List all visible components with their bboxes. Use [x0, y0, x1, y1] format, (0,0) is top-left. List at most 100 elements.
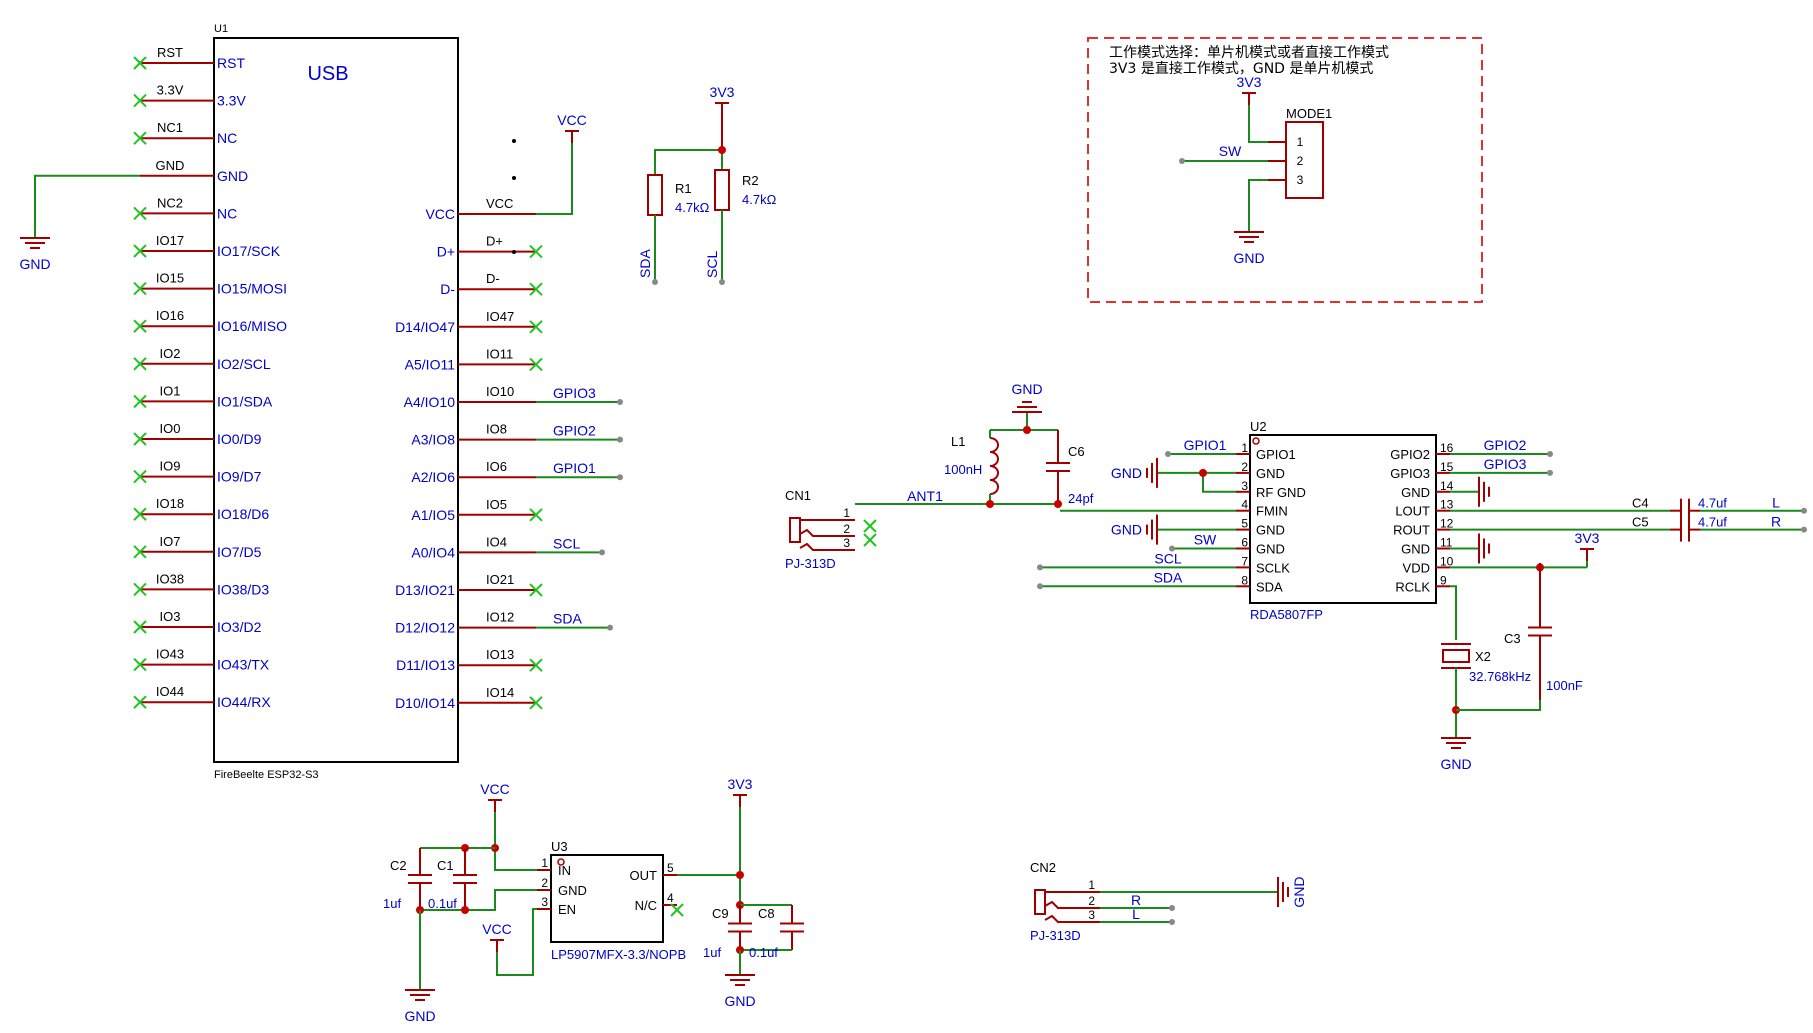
c2-capacitor[interactable]: [408, 848, 432, 910]
net-label: GND: [156, 158, 185, 173]
c5-ref: C5: [1632, 515, 1649, 530]
no-connect-icon: [133, 319, 147, 333]
wire-end-point[interactable]: [1547, 451, 1553, 457]
no-connect-stroke: [529, 696, 543, 710]
l1-inductor[interactable]: [989, 437, 999, 495]
r2-ref: R2: [742, 173, 759, 188]
pin-number: 5: [667, 861, 674, 875]
ground-label: GND: [724, 993, 755, 1009]
pin-name: D14/IO47: [395, 319, 455, 335]
wire-end-point[interactable]: [617, 474, 623, 481]
power-label: 3V3: [710, 84, 735, 100]
wire-end-point[interactable]: [1169, 919, 1175, 925]
net-label: IO5: [486, 497, 507, 512]
c6-capacitor[interactable]: [1046, 430, 1070, 504]
wire-end-point[interactable]: [1169, 545, 1175, 552]
rf-gnd-wire: [1202, 472, 1236, 493]
r1-ref: R1: [675, 181, 692, 196]
wire-end-point[interactable]: [719, 279, 725, 285]
wire-end-point[interactable]: [1037, 583, 1043, 590]
junction-dot: [986, 500, 994, 508]
u1-footer: FireBeelte ESP32-S3: [214, 769, 319, 781]
c8-ref: C8: [758, 906, 775, 921]
c4-ref: C4: [1632, 496, 1649, 511]
u1-right-pin[interactable]: D-D-: [440, 271, 543, 297]
wire-end-point[interactable]: [617, 436, 623, 443]
no-connect-icon: [529, 320, 543, 334]
no-connect-icon: [529, 508, 543, 522]
wire-end-point[interactable]: [599, 549, 605, 556]
wire-end-point[interactable]: [1801, 526, 1807, 533]
wire-end-point[interactable]: [1179, 158, 1185, 164]
wire-end-point[interactable]: [1169, 905, 1175, 911]
pin-number: 11: [1440, 536, 1453, 550]
wire-end-point[interactable]: [607, 624, 613, 631]
c1-capacitor[interactable]: [453, 848, 477, 910]
u1-left-pin[interactable]: 3.3V3.3V: [133, 83, 246, 109]
pin-number: 2: [1241, 460, 1248, 474]
pin-name: IO7/D5: [217, 544, 262, 560]
c8-capacitor[interactable]: [780, 905, 804, 950]
audio-jack-icon[interactable]: [1034, 889, 1100, 923]
c9-capacitor[interactable]: [728, 905, 752, 950]
pin-number: 3: [1088, 908, 1095, 922]
c4-capacitor[interactable]: [1670, 498, 1700, 523]
wire-end-point[interactable]: [1165, 451, 1171, 457]
wire-end-point[interactable]: [1547, 469, 1553, 476]
wire-end-point[interactable]: [1037, 564, 1043, 571]
wire-end-point[interactable]: [617, 399, 623, 405]
c3-capacitor[interactable]: [1528, 563, 1552, 700]
mode-note-line-2: 3V3 是直接工作模式，GND 是单片机模式: [1109, 60, 1373, 77]
wire-end-point[interactable]: [1801, 507, 1807, 514]
c5-capacitor[interactable]: [1670, 517, 1700, 542]
power-symbol-icon: [1580, 548, 1594, 561]
junction-dot: [1054, 500, 1062, 508]
no-connect-icon: [133, 131, 147, 145]
connector-ref: CN2: [1030, 860, 1056, 875]
net-label: IO10: [486, 384, 514, 399]
pin-number: 10: [1440, 554, 1454, 568]
u1-right-pin[interactable]: D+D+: [437, 234, 543, 260]
audio-jack-icon[interactable]: [789, 517, 855, 551]
wire-end-point[interactable]: [652, 279, 658, 285]
